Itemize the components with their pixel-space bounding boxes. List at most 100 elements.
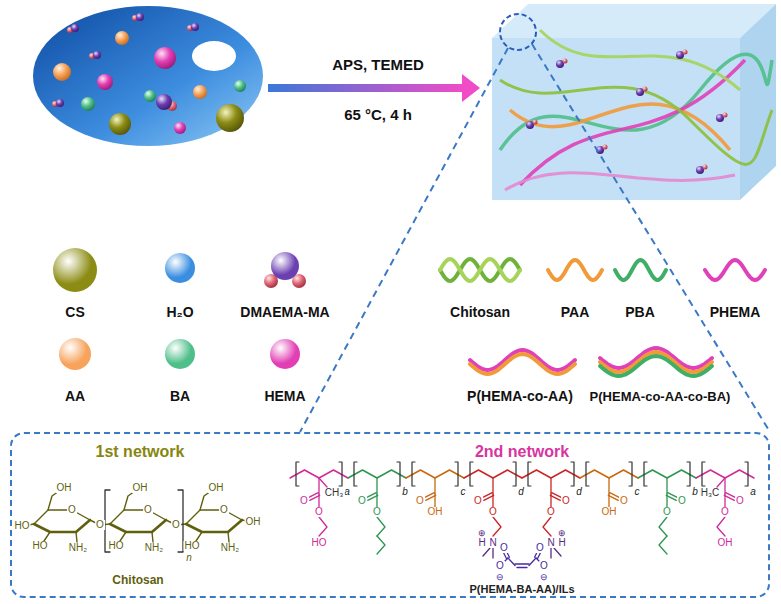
bond-line bbox=[529, 558, 536, 566]
structure-label: O bbox=[314, 507, 324, 517]
bond-line bbox=[186, 510, 242, 524]
petri-disc-part bbox=[97, 74, 113, 90]
structure-label: P(HEMA-BA-AA)/ILs bbox=[469, 584, 574, 595]
bond-line bbox=[537, 553, 540, 559]
structure-label: b bbox=[691, 487, 699, 497]
structure-label: n bbox=[185, 553, 193, 563]
petri-disc-part bbox=[216, 104, 244, 132]
structure-label: O bbox=[561, 496, 571, 506]
molecule-swatch bbox=[165, 339, 195, 369]
network-title: 1st network bbox=[96, 444, 185, 460]
bond-line bbox=[513, 462, 516, 486]
hydrogel-cube-part bbox=[533, 120, 538, 125]
structure-label: c bbox=[460, 487, 467, 497]
structure-label: d bbox=[575, 487, 583, 497]
bond-line bbox=[659, 536, 667, 554]
structure-label: ⊕ bbox=[557, 529, 567, 538]
bond-line bbox=[724, 494, 725, 507]
petri-disc-part bbox=[144, 90, 156, 102]
bond-line bbox=[434, 478, 435, 494]
bond-line bbox=[745, 462, 748, 486]
structure-label: d bbox=[517, 487, 525, 497]
petri-disc-part bbox=[81, 97, 95, 111]
structure-label: OH bbox=[717, 538, 734, 548]
bond-line bbox=[426, 495, 436, 500]
structure-label: HO bbox=[14, 521, 31, 531]
legend-label: BA bbox=[170, 389, 190, 403]
structure-label: O bbox=[357, 496, 367, 506]
bond-line bbox=[522, 470, 580, 478]
legend-label: CS bbox=[65, 305, 84, 319]
bond-line bbox=[377, 517, 385, 536]
petri-disc-part bbox=[192, 41, 236, 71]
bond-line bbox=[515, 563, 529, 564]
structure-label: Chitosan bbox=[112, 574, 163, 586]
bond-line bbox=[318, 478, 319, 494]
line-sample bbox=[470, 354, 575, 374]
structure-label: O bbox=[67, 505, 77, 515]
bond-line bbox=[319, 517, 327, 536]
hydrogel-cube-part bbox=[540, 30, 740, 90]
bond-line bbox=[492, 494, 493, 507]
bond-line bbox=[586, 462, 589, 486]
bond-line bbox=[629, 462, 632, 486]
bond-line bbox=[368, 495, 378, 500]
petri-disc-part bbox=[53, 63, 71, 81]
bond-line bbox=[666, 494, 667, 507]
reaction-arrow-part bbox=[462, 74, 480, 102]
line-sample bbox=[440, 259, 520, 281]
bond-line bbox=[508, 558, 515, 566]
petri-disc-part bbox=[193, 85, 207, 99]
bond-line bbox=[608, 478, 609, 494]
structure-label: N bbox=[488, 538, 497, 548]
petri-disc bbox=[33, 6, 263, 146]
bond-line bbox=[550, 478, 551, 494]
bond-line bbox=[76, 532, 77, 542]
bond-line bbox=[484, 495, 494, 500]
molecule-swatch bbox=[53, 248, 97, 292]
petri-disc-part bbox=[234, 80, 246, 92]
legend-label: DMAEMA-MA bbox=[240, 305, 329, 319]
hydrogel-cube-part bbox=[683, 50, 688, 55]
structure-label: NH₂ bbox=[144, 543, 164, 553]
structure-label: OH bbox=[601, 507, 618, 517]
reaction-arrow bbox=[268, 74, 480, 102]
zoom-callout-part bbox=[500, 14, 536, 50]
petri-disc-part bbox=[56, 99, 64, 107]
bond-line bbox=[608, 494, 609, 507]
bond-line bbox=[550, 494, 551, 507]
bond-line bbox=[376, 478, 377, 494]
structure-label: O bbox=[95, 520, 105, 530]
zoom-callout-part bbox=[532, 44, 770, 432]
bond-line bbox=[483, 548, 490, 556]
bond-line bbox=[196, 532, 202, 541]
petri-disc-part bbox=[109, 113, 131, 135]
structure-label: H bbox=[557, 538, 566, 548]
petri-disc-part bbox=[156, 94, 172, 110]
bond-line bbox=[290, 470, 348, 478]
bond-line bbox=[543, 517, 551, 536]
bond-line bbox=[124, 491, 135, 510]
bond-line bbox=[354, 462, 357, 486]
structure-label: OH bbox=[427, 507, 444, 517]
structure-label: CH₃ bbox=[324, 488, 345, 498]
hydrogel-cube-part bbox=[703, 165, 708, 170]
structure-label: O bbox=[720, 507, 730, 517]
hydrogel-cube bbox=[492, 4, 776, 200]
bond-line bbox=[492, 548, 493, 558]
reaction-arrow-part bbox=[268, 84, 464, 92]
structure-label: O bbox=[415, 496, 425, 506]
bond-line bbox=[412, 462, 415, 486]
structure-label: O bbox=[662, 507, 672, 517]
structure-label: O bbox=[219, 505, 229, 515]
legend-label: PBA bbox=[625, 305, 655, 319]
line-sample bbox=[548, 260, 602, 280]
hydrogel-cube-part bbox=[500, 80, 772, 164]
bond-line bbox=[517, 567, 527, 568]
legend-label: P(HEMA-co-AA-co-BA) bbox=[590, 390, 731, 403]
structure-label: b bbox=[401, 487, 409, 497]
structure-label: O bbox=[499, 543, 509, 553]
legend-label: H₂O bbox=[166, 305, 193, 319]
zoom-callout-part bbox=[300, 48, 508, 432]
